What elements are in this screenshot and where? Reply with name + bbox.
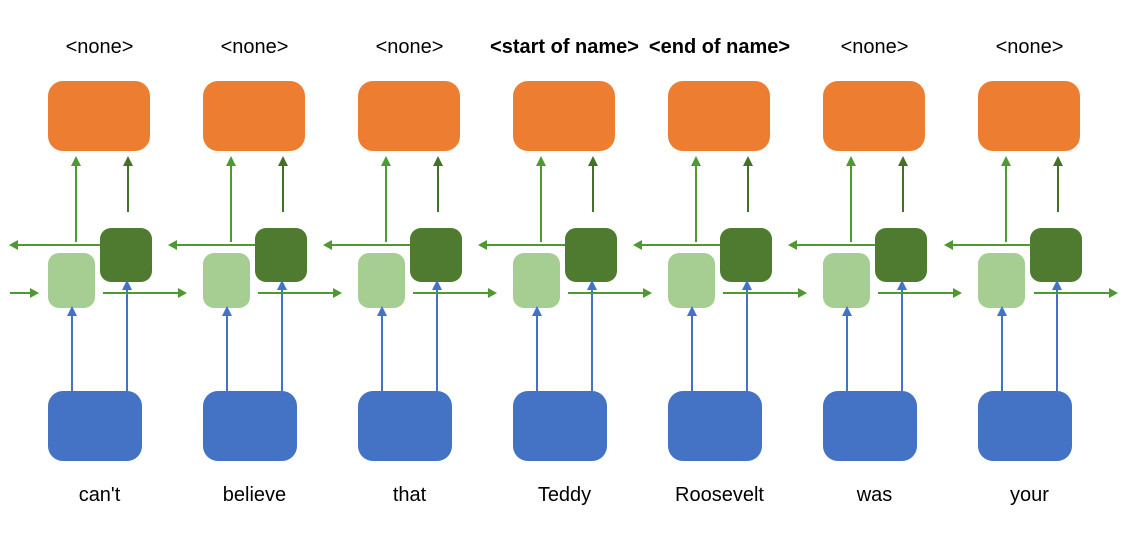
backward-connection-arrow — [788, 240, 875, 250]
forward-rnn-cell — [203, 253, 250, 308]
word-label: can't — [78, 484, 121, 506]
output-box — [48, 81, 150, 151]
forward-rnn-cell — [978, 253, 1025, 308]
input-embedding-box — [823, 391, 917, 461]
forward-connection-arrow — [878, 288, 962, 298]
input-to-forward-arrow — [532, 306, 542, 391]
input-embedding-box — [358, 391, 452, 461]
output-label: <end of name> — [648, 36, 791, 58]
forward-output-arrow — [846, 156, 856, 242]
forward-connection-arrow — [568, 288, 652, 298]
backward-rnn-cell — [255, 228, 307, 282]
backward-connection-arrow — [323, 240, 410, 250]
input-to-forward-arrow — [842, 306, 852, 391]
backward-rnn-cell — [720, 228, 772, 282]
forward-rnn-cell — [513, 253, 560, 308]
output-box — [358, 81, 460, 151]
output-label: <none> — [65, 36, 134, 58]
word-label: that — [392, 484, 427, 506]
input-to-forward-arrow — [222, 306, 232, 391]
word-label: Roosevelt — [675, 484, 764, 506]
input-to-backward-arrow — [897, 280, 907, 391]
output-box — [978, 81, 1080, 151]
output-label: <none> — [995, 36, 1064, 58]
forward-connection-arrow — [103, 288, 187, 298]
forward-output-arrow — [1001, 156, 1011, 242]
forward-output-arrow — [71, 156, 81, 242]
input-to-backward-arrow — [432, 280, 442, 391]
backward-output-arrow — [278, 156, 288, 212]
forward-connection-arrow — [1034, 288, 1118, 298]
input-to-forward-arrow — [687, 306, 697, 391]
forward-rnn-cell — [668, 253, 715, 308]
backward-connection-arrow — [478, 240, 565, 250]
forward-output-arrow — [381, 156, 391, 242]
input-embedding-box — [48, 391, 142, 461]
input-to-forward-arrow — [67, 306, 77, 391]
forward-output-arrow — [226, 156, 236, 242]
sequence-step-1: <none> can't — [22, 0, 177, 538]
input-to-forward-arrow — [377, 306, 387, 391]
output-box — [203, 81, 305, 151]
input-embedding-box — [668, 391, 762, 461]
input-to-backward-arrow — [587, 280, 597, 391]
backward-output-arrow — [1053, 156, 1063, 212]
output-label: <none> — [220, 36, 289, 58]
backward-connection-arrow — [168, 240, 255, 250]
forward-rnn-cell — [48, 253, 95, 308]
input-embedding-box — [203, 391, 297, 461]
input-embedding-box — [978, 391, 1072, 461]
output-box — [668, 81, 770, 151]
forward-connection-arrow — [413, 288, 497, 298]
backward-rnn-cell — [410, 228, 462, 282]
backward-connection-arrow — [9, 240, 100, 250]
forward-rnn-cell — [823, 253, 870, 308]
sequence-step-7: <none> your — [952, 0, 1107, 538]
forward-connection-arrow — [723, 288, 807, 298]
backward-output-arrow — [743, 156, 753, 212]
sequence-step-6: <none> was — [797, 0, 952, 538]
word-label: Teddy — [537, 484, 592, 506]
backward-output-arrow — [433, 156, 443, 212]
input-to-backward-arrow — [277, 280, 287, 391]
backward-rnn-cell — [100, 228, 152, 282]
input-to-backward-arrow — [122, 280, 132, 391]
forward-output-arrow — [536, 156, 546, 242]
forward-rnn-cell — [358, 253, 405, 308]
backward-rnn-cell — [875, 228, 927, 282]
sequence-step-3: <none> that — [332, 0, 487, 538]
backward-connection-arrow — [944, 240, 1031, 250]
input-embedding-box — [513, 391, 607, 461]
backward-connection-arrow — [633, 240, 720, 250]
word-label: your — [1010, 484, 1049, 506]
input-to-backward-arrow — [742, 280, 752, 391]
output-label: <none> — [375, 36, 444, 58]
forward-connection-arrow — [258, 288, 342, 298]
sequence-step-2: <none> believe — [177, 0, 332, 538]
forward-connection-arrow — [10, 288, 39, 298]
forward-output-arrow — [691, 156, 701, 242]
output-label: <start of name> — [490, 36, 639, 58]
output-label: <none> — [840, 36, 909, 58]
word-label: was — [856, 484, 893, 506]
sequence-step-4: <start of name> Teddy — [487, 0, 642, 538]
sequence-step-5: <end of name> Roosevelt — [642, 0, 797, 538]
backward-output-arrow — [898, 156, 908, 212]
input-to-backward-arrow — [1052, 280, 1062, 391]
backward-rnn-cell — [1030, 228, 1082, 282]
output-box — [513, 81, 615, 151]
backward-output-arrow — [123, 156, 133, 212]
backward-output-arrow — [588, 156, 598, 212]
input-to-forward-arrow — [997, 306, 1007, 391]
output-box — [823, 81, 925, 151]
word-label: believe — [222, 484, 287, 506]
backward-rnn-cell — [565, 228, 617, 282]
